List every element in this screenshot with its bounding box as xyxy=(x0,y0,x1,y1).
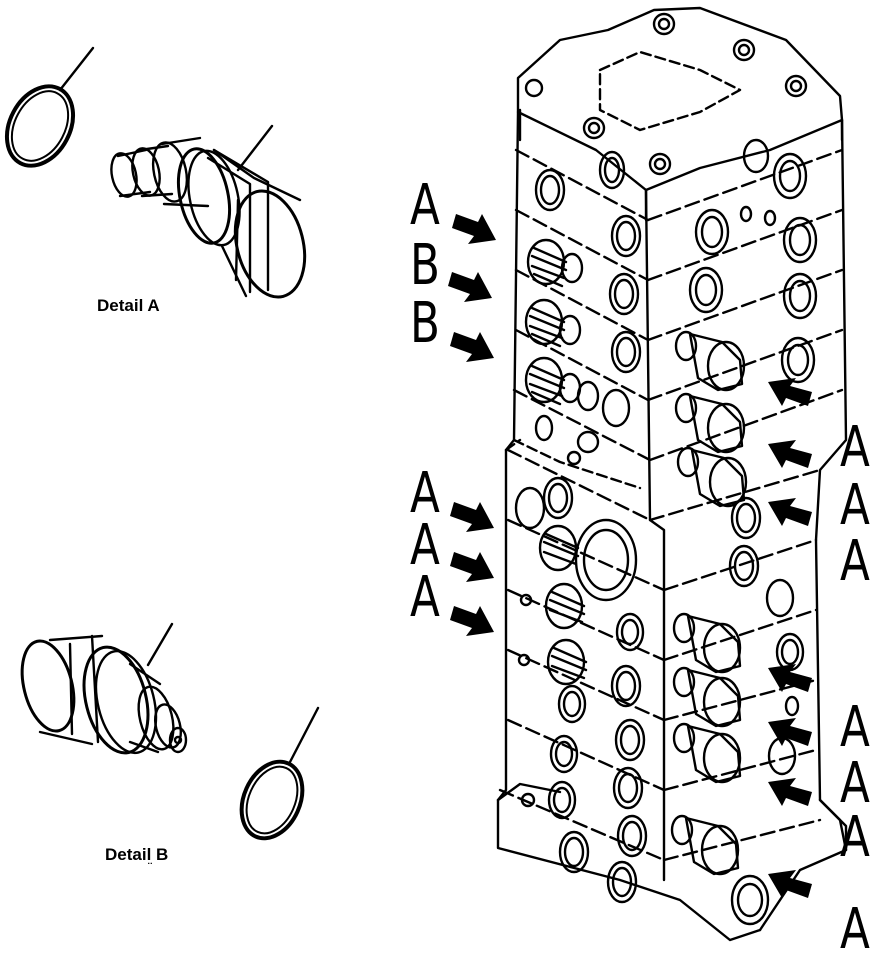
block-plug-a-right-6 xyxy=(672,722,742,784)
block-plug-b-1 xyxy=(526,238,584,288)
arrow-b-left-1 xyxy=(448,272,492,302)
arrow-b-left-2 xyxy=(450,332,494,362)
detail-b-caption: Detail B xyxy=(105,845,169,864)
detail-a-valve-plug xyxy=(110,124,307,299)
block-plug-a-left-2 xyxy=(544,582,586,630)
block-plug-b-3 xyxy=(524,356,582,406)
callout-left-3: B xyxy=(410,291,440,356)
arrow-a-right-6 xyxy=(768,778,812,806)
callout-left-2: B xyxy=(410,233,440,298)
block-plug-a-left-1 xyxy=(538,524,580,572)
arrow-a-right-7 xyxy=(768,870,812,898)
arrow-a-right-3 xyxy=(768,498,812,526)
callout-right-4: A xyxy=(840,695,870,760)
arrow-a-left-4 xyxy=(450,606,494,636)
arrow-a-left-2 xyxy=(450,502,494,532)
control-valve-block xyxy=(496,6,848,942)
callout-left-1: A xyxy=(410,173,440,238)
arrow-a-left-3 xyxy=(450,552,494,582)
callout-right-7: A xyxy=(840,897,870,961)
arrow-a-right-4 xyxy=(768,664,812,692)
callout-right-5: A xyxy=(840,751,870,816)
arrow-a-left-1 xyxy=(452,214,496,244)
block-plug-a-right-3 xyxy=(676,446,748,508)
arrow-a-right-2 xyxy=(768,440,812,468)
arrow-a-right-1 xyxy=(768,378,812,406)
callout-left-4: A xyxy=(410,461,440,526)
detail-b-o-ring xyxy=(239,706,320,841)
callout-left-5: A xyxy=(410,513,440,578)
block-plug-a-right-7 xyxy=(670,814,740,876)
detail-a-caption: Detail A xyxy=(97,296,160,315)
arrow-a-right-5 xyxy=(768,718,812,746)
callout-right-3: A xyxy=(840,529,870,594)
callout-arrows xyxy=(448,214,812,898)
block-plug-b-2 xyxy=(524,298,582,348)
block-plug-a-right-5 xyxy=(672,666,742,728)
detail-b-mark: ¨ xyxy=(148,860,152,874)
block-plug-a-right-1 xyxy=(674,330,746,392)
detail-b-valve-plug xyxy=(20,622,188,755)
callout-right-2: A xyxy=(840,473,870,538)
detail-a-o-ring xyxy=(4,46,95,168)
block-plug-a-right-2 xyxy=(674,392,746,454)
callout-right-6: A xyxy=(840,805,870,870)
block-plug-a-left-3 xyxy=(546,638,588,686)
callout-right-1: A xyxy=(840,415,870,480)
callout-left-6: A xyxy=(410,565,440,630)
block-plug-a-right-4 xyxy=(672,612,742,674)
